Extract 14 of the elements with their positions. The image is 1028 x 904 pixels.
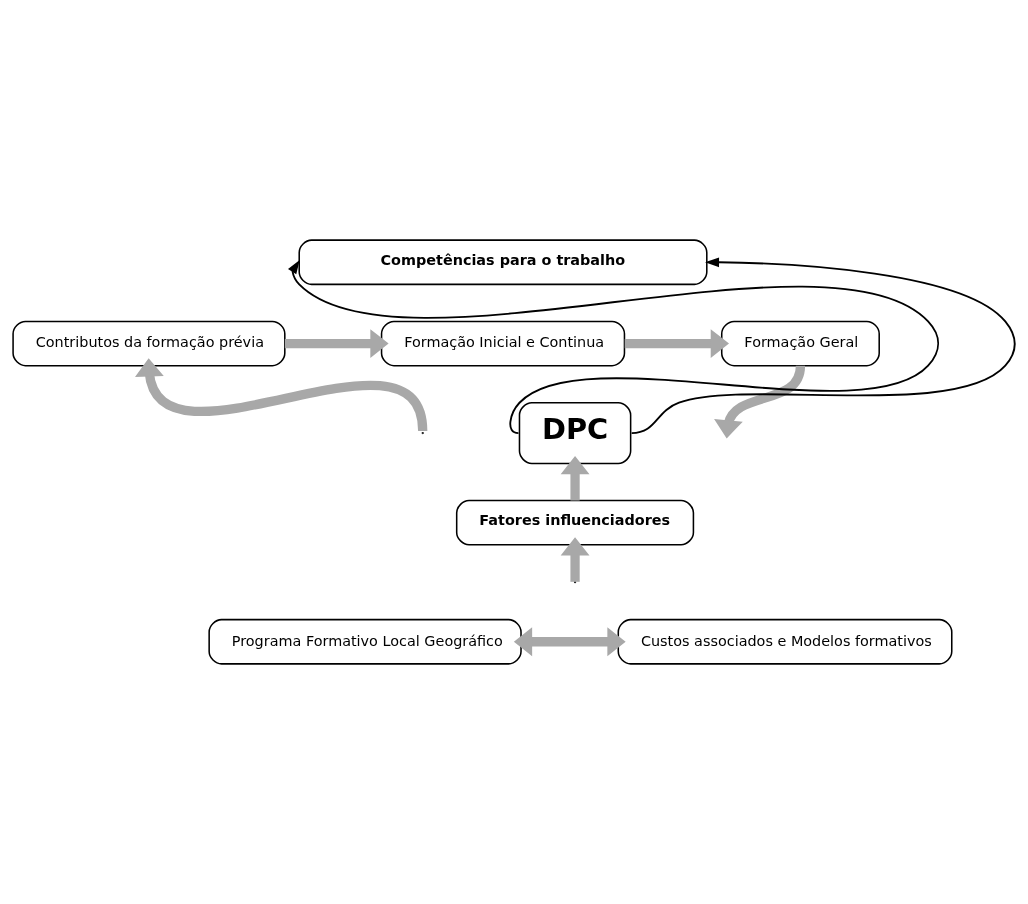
node-box: Competências para o trabalho (298, 239, 708, 286)
node-box: Formação Inicial e Continua (380, 320, 626, 367)
node-box: Contributos da formação prévia (12, 320, 286, 367)
node-box: Custos associados e Modelos formativos (617, 618, 953, 665)
arrow (560, 456, 590, 501)
arrow (284, 329, 389, 358)
arrow (135, 358, 428, 432)
arrow (560, 537, 590, 582)
node-box: Fatores influenciadores (455, 499, 695, 546)
node-box: Programa Formativo Local Geográfico (208, 618, 522, 665)
node-box: DPC (518, 401, 632, 465)
node-box: Formação Geral (720, 320, 880, 367)
arrow (513, 627, 626, 657)
arrow (624, 329, 729, 358)
